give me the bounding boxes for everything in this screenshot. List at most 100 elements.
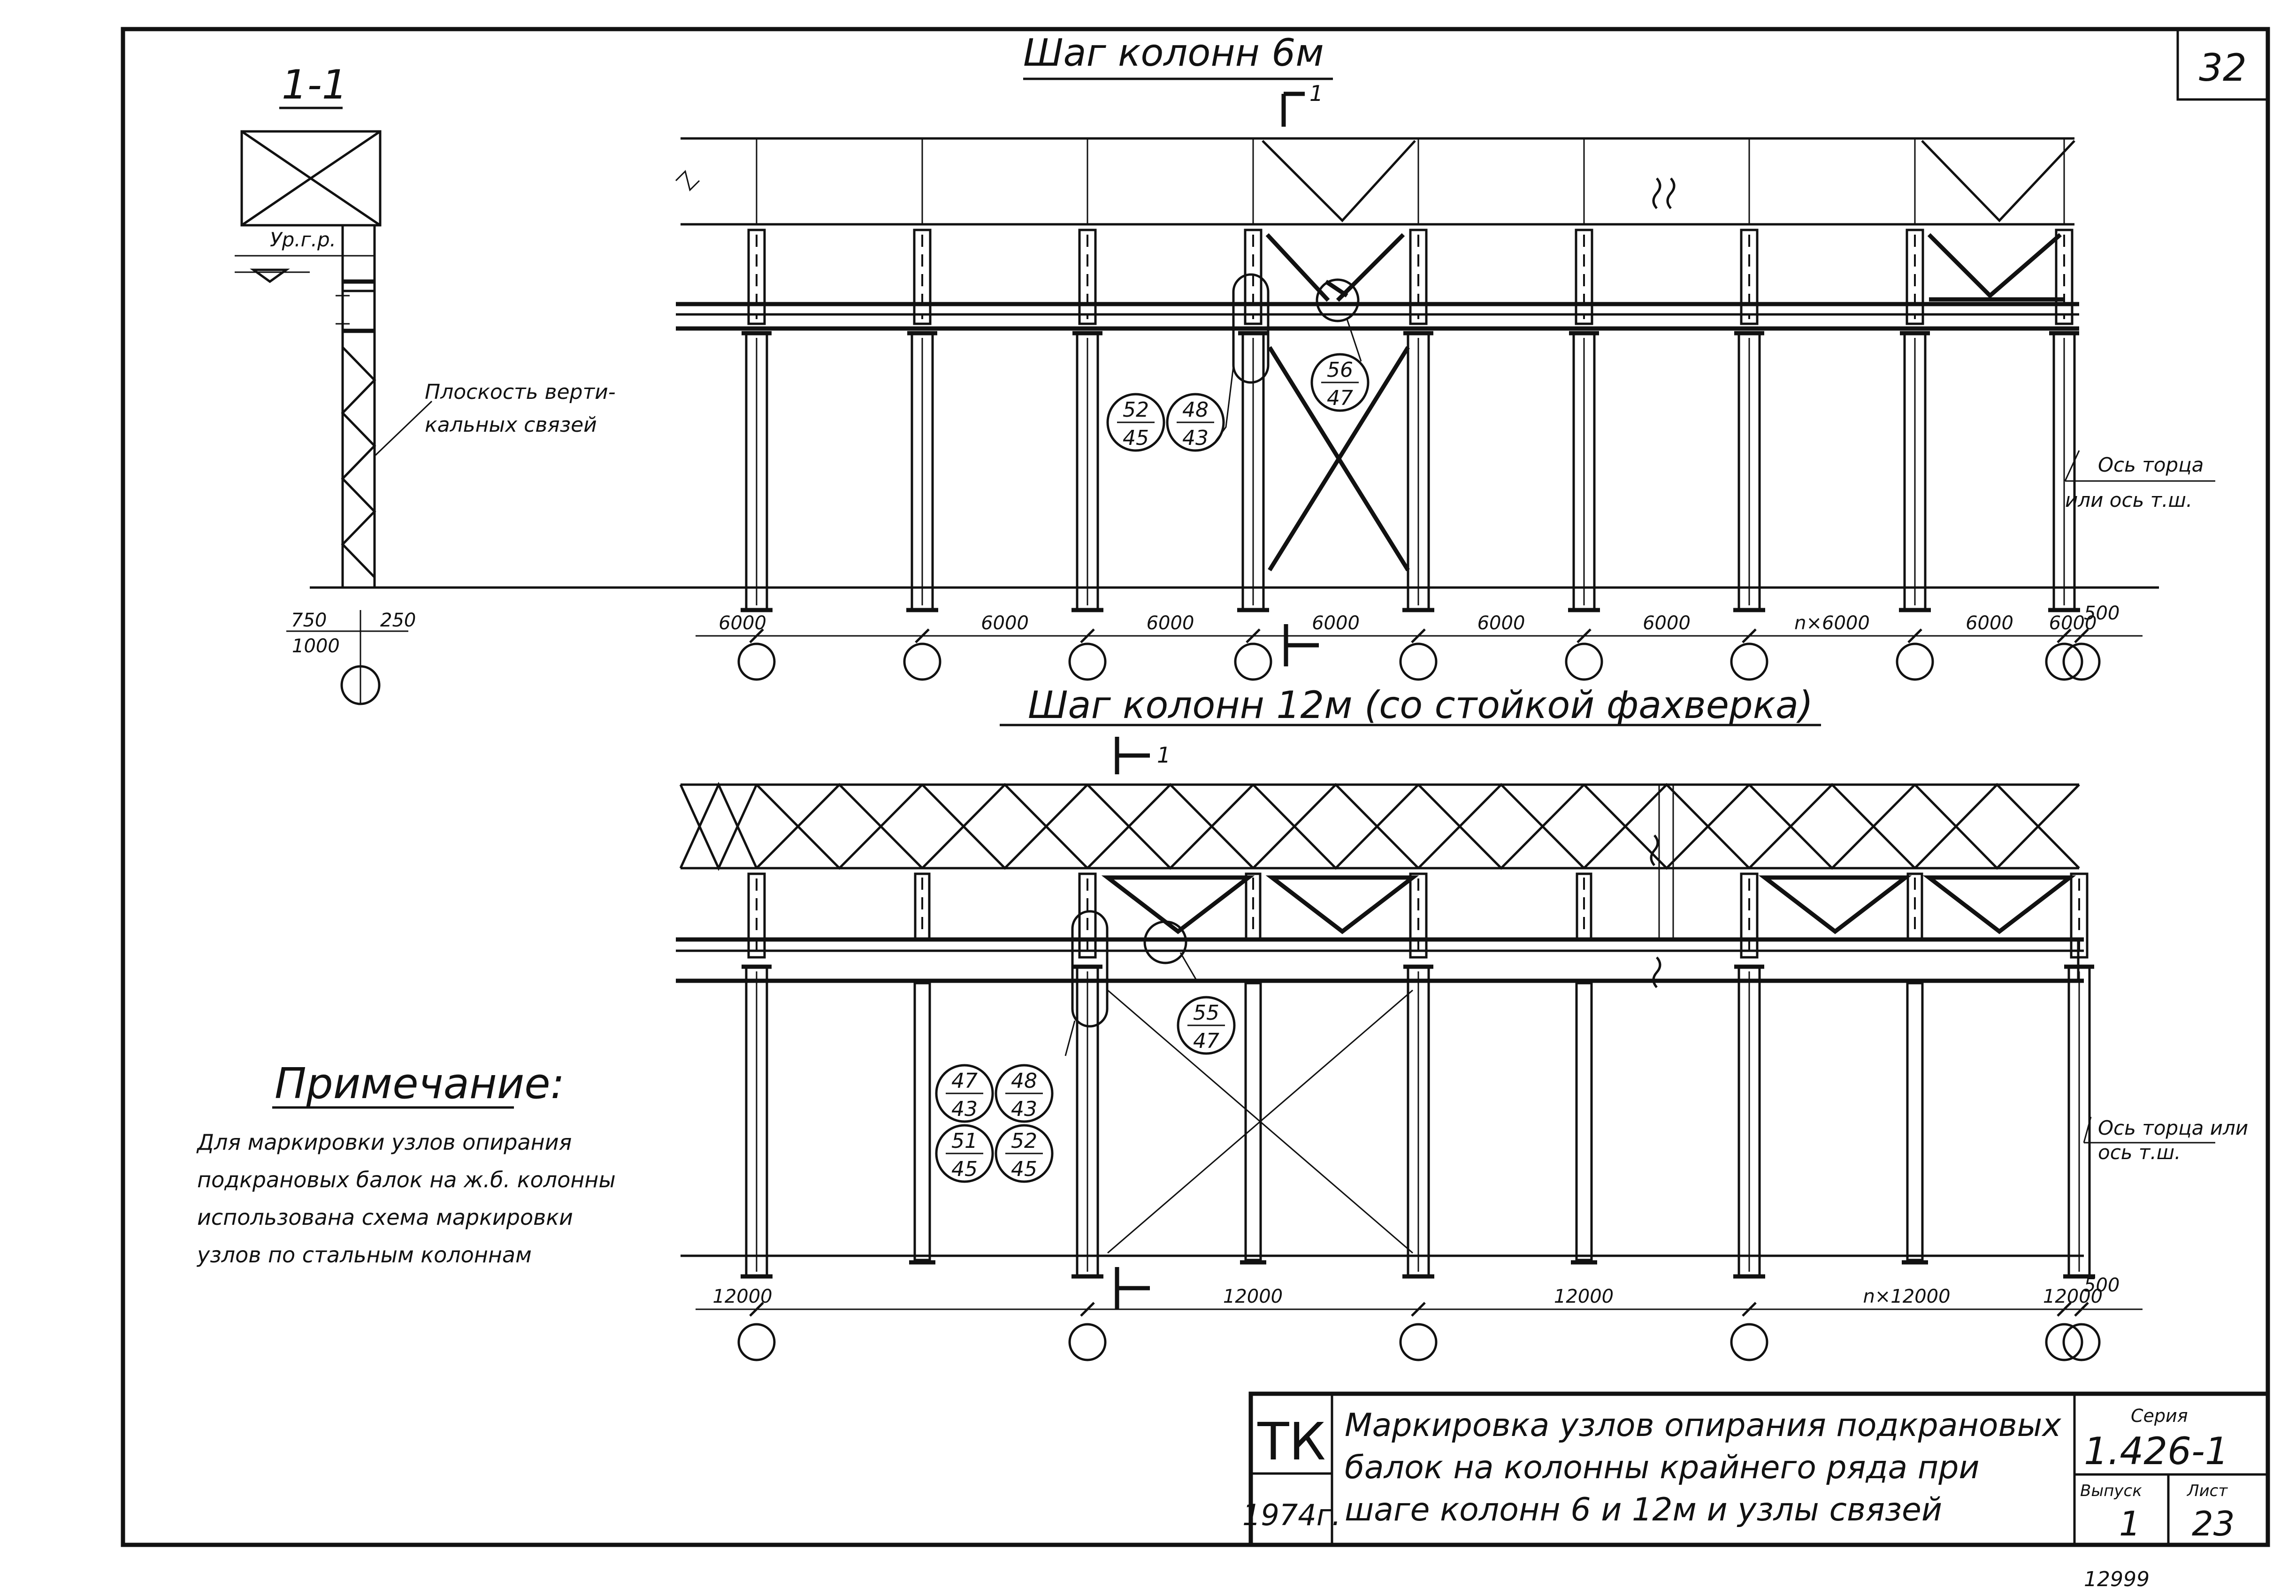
top-column-9 <box>2048 229 2080 612</box>
bottom-node-mark-5-bottom: 47 <box>1193 1029 1219 1053</box>
top-node-mark-1-top: 52 <box>1123 398 1149 422</box>
note-line-4: узлов по стальным колоннам <box>196 1242 532 1268</box>
section-1-1: 1-1 Ур.г.р. Плоскость верти- кальных свя… <box>235 61 616 705</box>
bottom-node-mark-5-top: 55 <box>1193 1001 1219 1025</box>
top-column-6 <box>1568 229 1600 612</box>
sheet-label: Лист <box>2186 1481 2228 1500</box>
top-axis-label-2: или ось т.ш. <box>2065 489 2192 512</box>
org-code: ТК <box>1257 1412 1325 1472</box>
bottom-axis-bubble-4 <box>1730 1323 1768 1361</box>
top-end-offset: 500 <box>2084 603 2120 624</box>
title-line-1: Маркировка узлов опирания подкрановых <box>1345 1407 2061 1444</box>
top-section-mark: 1 <box>1309 81 1323 106</box>
bottom-node-mark-1-bottom: 43 <box>951 1097 978 1121</box>
top-column-1 <box>741 229 773 612</box>
corner-number-box <box>2176 28 2269 101</box>
bottom-end-offset: 500 <box>2084 1275 2120 1296</box>
bottom-axis-bubble-6 <box>2062 1323 2101 1361</box>
bottom-axis-label-1: Ось торца или <box>2098 1116 2248 1139</box>
top-node-mark-1-bottom: 45 <box>1123 426 1149 450</box>
bottom-column-2 <box>1071 872 1103 1279</box>
section-1-1-title: 1-1 <box>282 61 347 108</box>
top-axis-bubble-2 <box>903 642 941 681</box>
issue-label: Выпуск <box>2080 1481 2142 1500</box>
note-line-1: Для маркировки узлов опирания <box>196 1130 572 1155</box>
bottom-section-mark: 1 <box>1157 742 1171 768</box>
bottom-column-intermediate-2 <box>1240 872 1266 1265</box>
bottom-column-4 <box>1733 872 1765 1279</box>
top-column-3 <box>1071 229 1103 612</box>
dim-1000: 1000 <box>292 635 340 657</box>
bottom-elevation: Шаг колонн 12м (со стойкой фахверка) 1 <box>676 683 2248 1361</box>
issue-value: 1 <box>2119 1504 2141 1543</box>
top-axis-bubble-7 <box>1730 642 1768 681</box>
note-title: Примечание: <box>275 1059 565 1108</box>
top-axis-bubble-6 <box>1565 642 1603 681</box>
top-column-4 <box>1237 229 1269 612</box>
level-label: Ур.г.р. <box>270 228 336 251</box>
bottom-axis-bubble-5 <box>2045 1323 2083 1361</box>
top-section-title: Шаг колонн 6м <box>1023 31 1324 75</box>
bottom-column-intermediate-4 <box>1902 872 1928 1265</box>
top-span-7: n×6000 <box>1794 612 1870 634</box>
top-axis-label-1: Ось торца <box>2098 453 2204 476</box>
note-line-2: подкрановых балок на ж.б. колонны <box>197 1167 616 1192</box>
series-value: 1.426-1 <box>2084 1429 2229 1473</box>
title-line-3: шаге колонн 6 и 12м и узлы связей <box>1345 1491 1942 1528</box>
top-axis-bubble-1 <box>737 642 776 681</box>
dim-750: 750 <box>291 610 327 631</box>
series-label: Серия <box>2131 1405 2188 1426</box>
bottom-column-3 <box>1402 872 1434 1279</box>
bottom-span-4: n×12000 <box>1863 1286 1950 1307</box>
inventory-number: 12999 <box>2084 1567 2150 1591</box>
bottom-span-3: 12000 <box>1554 1286 1614 1307</box>
top-axis-bubble-8 <box>1896 642 1934 681</box>
top-node-mark-3-top: 56 <box>1327 358 1353 382</box>
top-axis-bubble-9 <box>2045 642 2083 681</box>
section-axis-bubble <box>340 665 381 705</box>
bottom-axis-bubble-3 <box>1399 1323 1438 1361</box>
sheet-value: 23 <box>2192 1504 2235 1543</box>
dim-250: 250 <box>380 610 416 631</box>
bottom-axis-bubble-2 <box>1068 1323 1107 1361</box>
bottom-node-mark-2-bottom: 43 <box>1011 1097 1037 1121</box>
bottom-section-title: Шаг колонн 12м (со стойкой фахверка) <box>1028 683 1813 727</box>
note-line-3: использована схема маркировки <box>197 1205 573 1230</box>
corner-sheet-number: 32 <box>2199 46 2247 90</box>
top-axis-bubble-5 <box>1399 642 1438 681</box>
callout-line-1: Плоскость верти- <box>425 380 616 404</box>
top-node-mark-3-bottom: 47 <box>1327 386 1353 410</box>
note-block: Примечание: Для маркировки узлов опирани… <box>196 1059 616 1268</box>
year: 1974г. <box>1242 1498 1341 1532</box>
bottom-node-mark-1-top: 47 <box>951 1069 978 1093</box>
top-span-2: 6000 <box>981 612 1029 634</box>
top-column-8 <box>1899 229 1931 612</box>
bottom-axis-bubble-1 <box>737 1323 776 1361</box>
top-column-7 <box>1733 229 1765 612</box>
top-span-5: 6000 <box>1477 612 1525 634</box>
top-node-mark-2-top: 48 <box>1182 398 1209 422</box>
title-block: ТК 1974г. Маркировка узлов опирания подк… <box>1242 1391 2270 1547</box>
top-column-2 <box>906 229 938 612</box>
callout-line-2: кальных связей <box>425 413 597 437</box>
bottom-span-2: 12000 <box>1223 1286 1283 1307</box>
top-span-4: 6000 <box>1312 612 1360 634</box>
bottom-column-1 <box>741 872 773 1279</box>
top-axis-bubble-4 <box>1234 642 1272 681</box>
top-span-1: 6000 <box>719 612 766 634</box>
bottom-node-mark-3-bottom: 45 <box>951 1157 978 1181</box>
top-axis-bubble-3 <box>1068 642 1107 681</box>
top-column-5 <box>1402 229 1434 612</box>
